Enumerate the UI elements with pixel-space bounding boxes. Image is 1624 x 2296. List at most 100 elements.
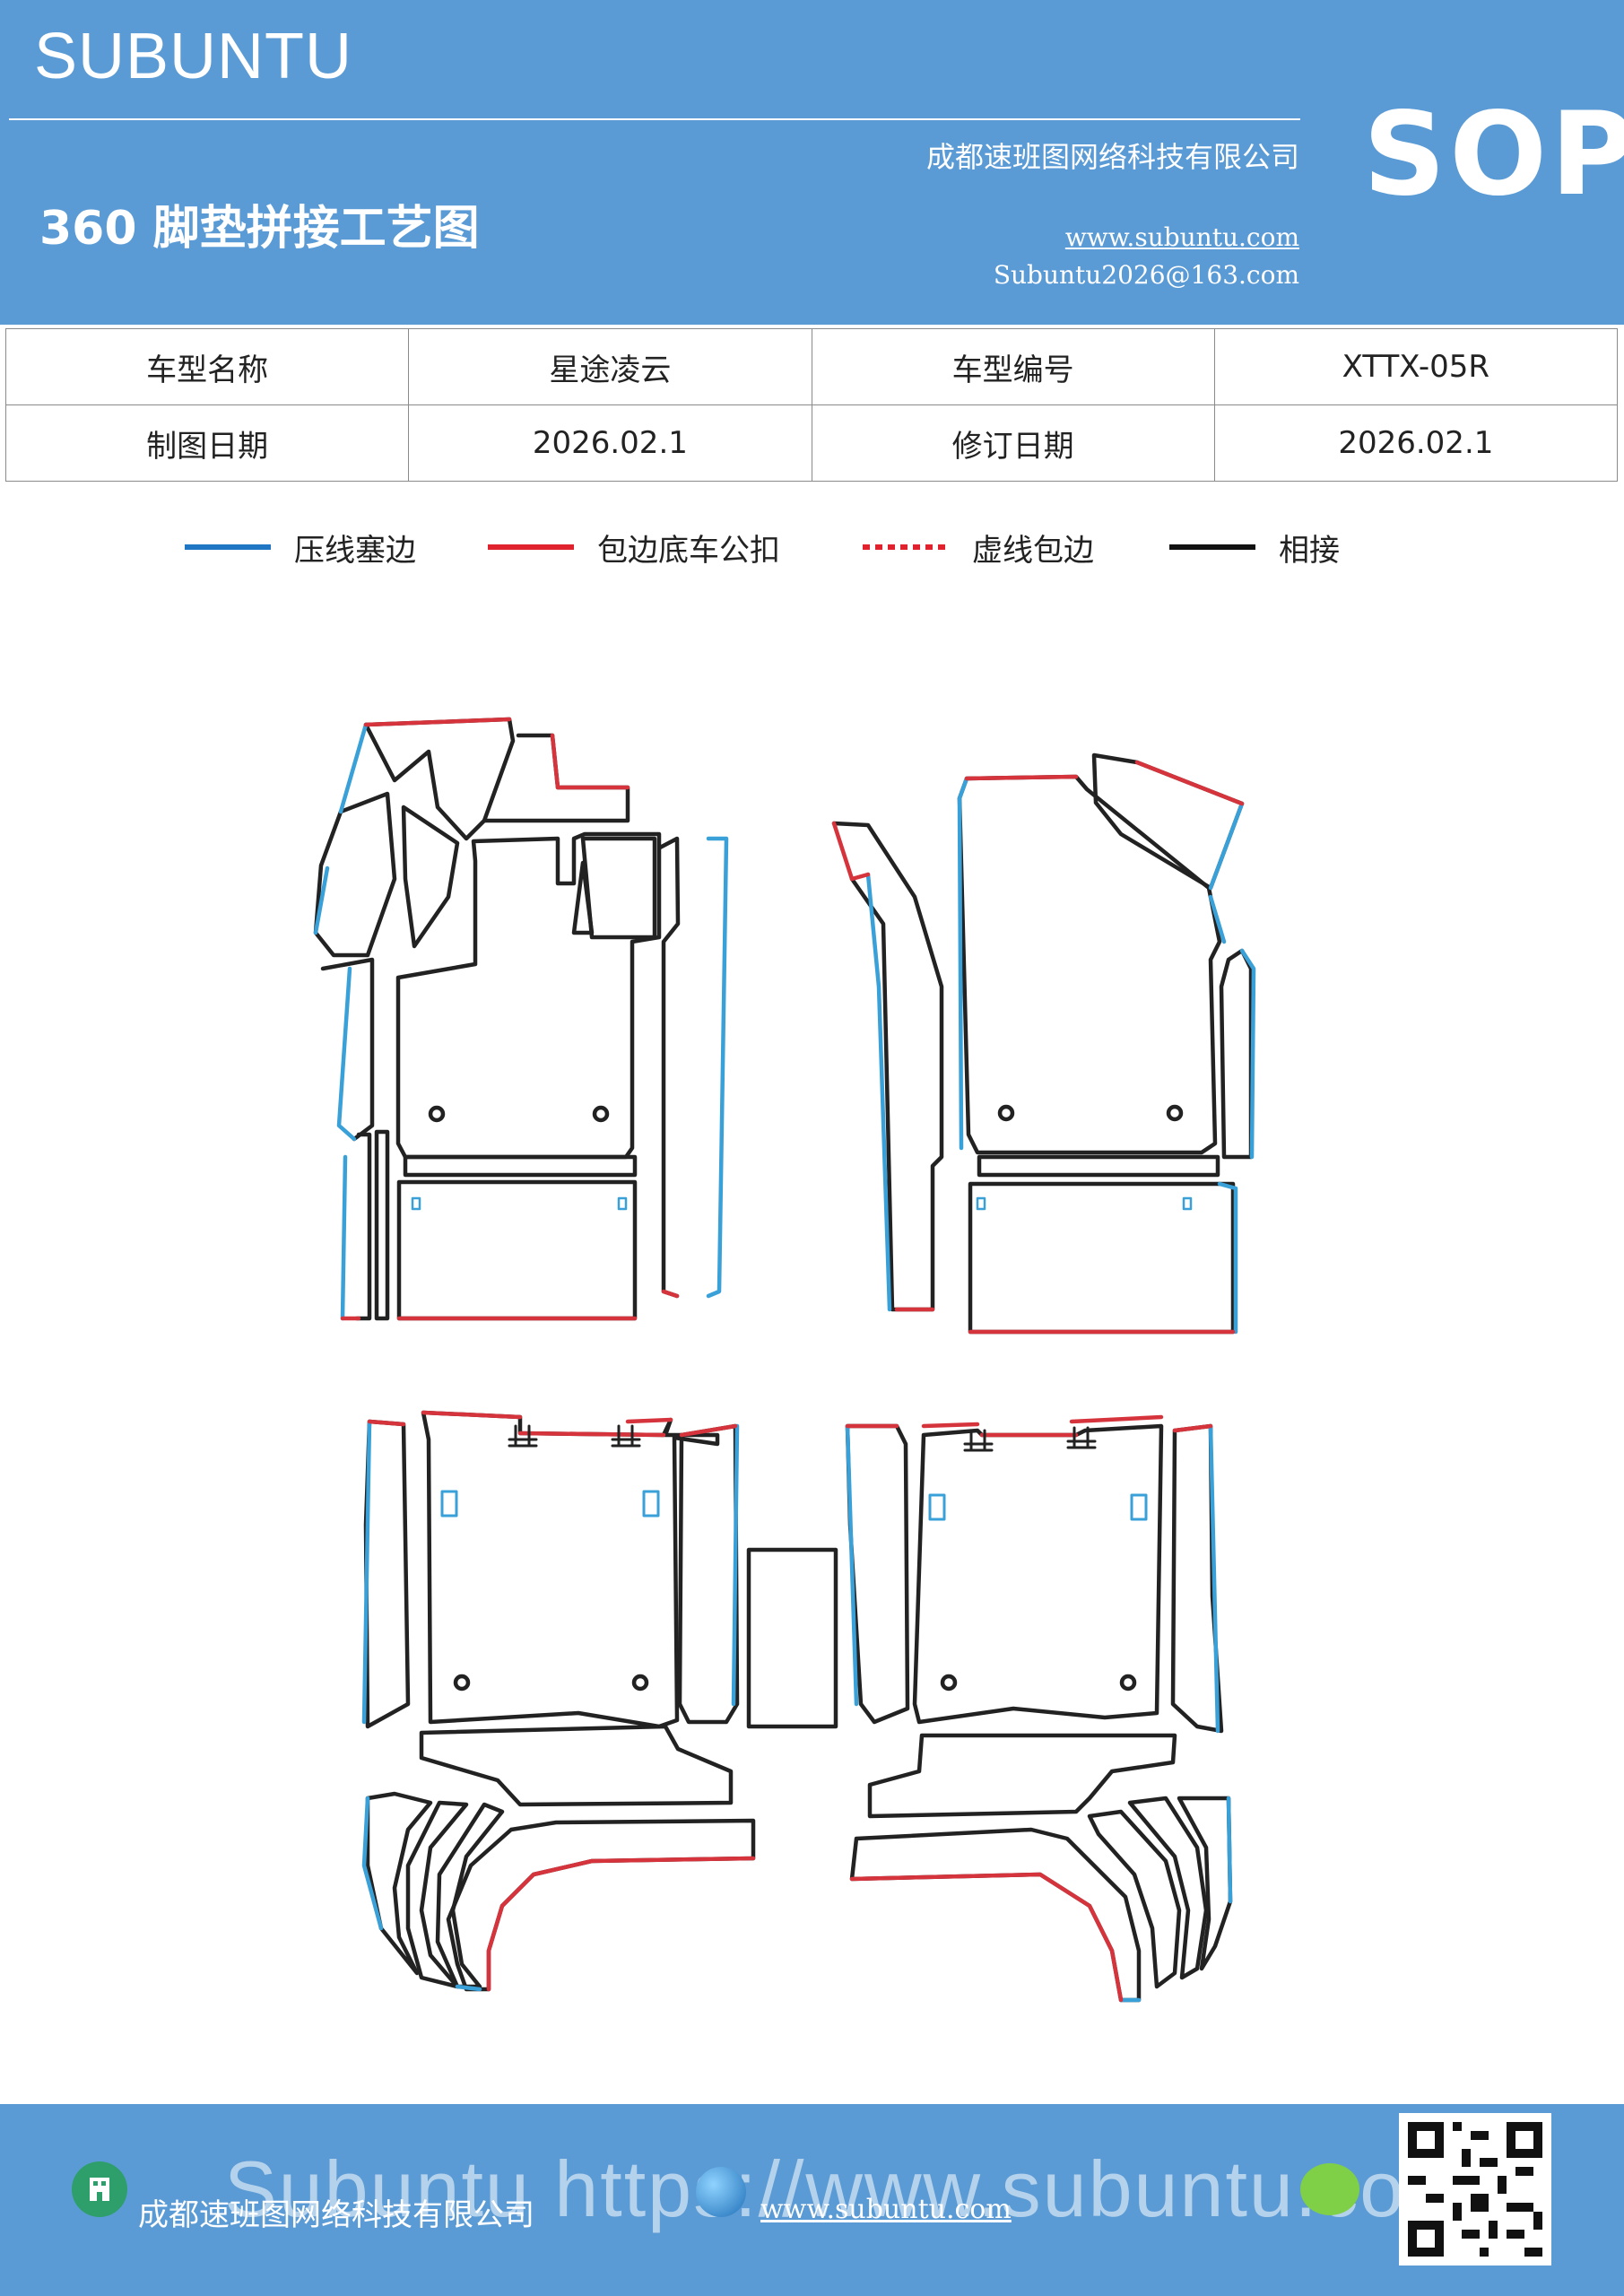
brand-logo: SUBUNTU — [34, 21, 353, 92]
table-cell: 修订日期 — [811, 404, 1215, 482]
blue-edge — [731, 1423, 740, 1707]
floor-mat-diagram — [0, 682, 1624, 2027]
clip-slot — [411, 1196, 421, 1211]
clip-hole — [997, 1104, 1015, 1122]
table-cell: XTTX-05R — [1213, 328, 1619, 405]
mat-piece — [657, 836, 681, 1299]
header-email: Subuntu2026@163.com — [993, 260, 1299, 290]
blue-edge — [336, 966, 357, 1142]
blue-edge — [1217, 1181, 1238, 1335]
blue-edge — [845, 1423, 859, 1707]
blue-edge — [313, 865, 330, 935]
blue-edge — [1226, 1796, 1233, 1904]
red-edge — [1069, 1414, 1164, 1424]
mat-piece — [396, 1179, 638, 1321]
clip-slot — [617, 1196, 628, 1211]
mat-piece — [446, 1818, 756, 1992]
clip-hole — [1166, 1104, 1184, 1122]
blue-edge — [455, 1984, 482, 1992]
fastener-mark — [1066, 1426, 1097, 1449]
mat-piece — [831, 821, 944, 1312]
legend-item-red: 包边底车公扣 — [488, 520, 780, 574]
mat-piece — [1087, 1809, 1182, 1989]
clip-hole — [592, 1105, 610, 1123]
table-cell: 星途凌云 — [408, 328, 812, 405]
center-tunnel-mat — [746, 1547, 838, 1729]
mat-piece — [957, 774, 1222, 1155]
footer-website-link[interactable]: www.subuntu.com — [760, 2194, 1012, 2225]
mat-piece — [320, 957, 375, 1142]
clip-slot — [1182, 1196, 1193, 1211]
blue-edge — [1208, 1423, 1220, 1734]
globe-icon — [696, 2167, 746, 2217]
legend-swatch — [863, 544, 949, 550]
clip-slot — [976, 1196, 986, 1211]
red-edge — [421, 1410, 523, 1420]
clip-hole — [1119, 1674, 1137, 1692]
mat-piece — [354, 1132, 372, 1321]
footer-banner: Subuntu https://www.subuntu.com 成都速班图网络科… — [0, 2104, 1624, 2296]
mat-piece — [571, 860, 595, 935]
table-cell: 制图日期 — [4, 404, 410, 482]
clip-hole — [453, 1674, 471, 1692]
sop-badge: SOP — [1363, 88, 1624, 222]
red-edge — [921, 1422, 980, 1429]
red-edge — [849, 1872, 1124, 2003]
fastener-marks — [508, 1424, 1097, 1452]
clip-slot — [642, 1490, 660, 1518]
blue-edge — [706, 836, 729, 1299]
clip-hole — [940, 1674, 958, 1692]
blue-edge-group — [313, 722, 1256, 2003]
page-title: 360 脚垫拼接工艺图 — [39, 202, 480, 256]
wechat-icon — [1300, 2163, 1359, 2215]
header-website-link[interactable]: www.subuntu.com — [1064, 222, 1299, 252]
red-edge — [661, 1289, 680, 1299]
table-row: 制图日期 2026.02.1 修订日期 2026.02.1 — [4, 404, 1619, 482]
clip-hole — [428, 1105, 446, 1123]
building-icon — [72, 2161, 127, 2217]
blue-edge — [957, 776, 969, 1151]
clip-slot — [928, 1493, 946, 1521]
legend-label: 压线塞边 — [294, 532, 416, 569]
red-edge — [517, 1431, 666, 1438]
mat-piece — [419, 1724, 734, 1807]
blue-edge — [1208, 801, 1245, 891]
footer-watermark: Subuntu https://www.subuntu.com — [224, 2144, 1473, 2233]
mat-piece — [363, 1419, 411, 1729]
red-edge — [625, 1417, 673, 1424]
front-left-mat-group — [313, 717, 681, 1321]
red-edge — [363, 717, 512, 727]
table-row: 车型名称 星途凌云 车型编号 XTTX-05R — [4, 328, 1619, 405]
blue-edge — [338, 722, 369, 814]
red-edge — [550, 733, 630, 790]
fastener-mark — [963, 1429, 994, 1452]
mat-piece — [1219, 948, 1254, 1160]
fastener-mark — [611, 1424, 641, 1448]
blue-edge — [1239, 948, 1256, 1160]
mat-piece — [580, 836, 657, 940]
rear-right-mat-group — [845, 1423, 1233, 2003]
blue-edge — [1208, 894, 1227, 944]
mat-piece — [435, 1802, 505, 1989]
mat-piece — [677, 1423, 740, 1725]
legend-swatch — [488, 544, 574, 550]
legend-label: 虚线包边 — [972, 532, 1094, 569]
mat-piece — [395, 831, 662, 1160]
legend-label: 相接 — [1279, 532, 1340, 569]
rear-left-mat-group — [363, 1410, 756, 1992]
header-divider — [9, 118, 1300, 120]
table-cell: 2026.02.1 — [1213, 404, 1619, 482]
red-edge — [1134, 760, 1245, 806]
mat-piece — [401, 804, 460, 949]
blue-edge — [340, 1154, 348, 1321]
mat-piece — [968, 1181, 1236, 1335]
red-edge — [679, 1423, 738, 1438]
header-banner: SUBUNTU 成都速班图网络科技有限公司 www.subuntu.com Su… — [0, 0, 1624, 325]
mat-piece — [363, 722, 487, 841]
clip-slot — [440, 1490, 458, 1518]
table-cell: 车型名称 — [4, 328, 410, 405]
red-edge — [831, 821, 871, 882]
red-edge-group — [340, 717, 1245, 2003]
red-edge — [486, 1856, 756, 1992]
legend-label: 包边底车公扣 — [597, 532, 780, 569]
